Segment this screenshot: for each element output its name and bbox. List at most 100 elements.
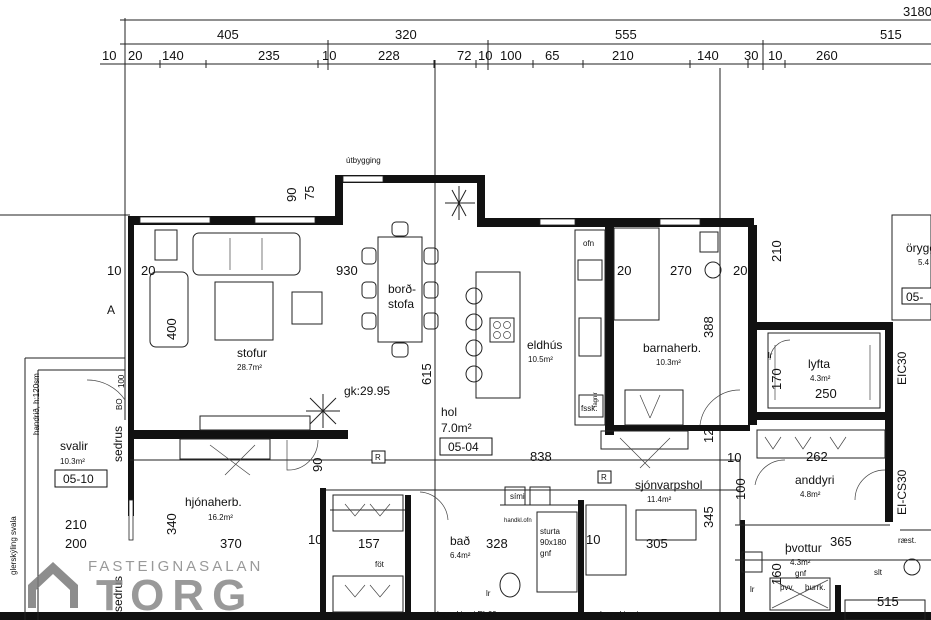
room-eldhus-area: 10.5m² — [528, 355, 553, 364]
dim-555: 555 — [615, 27, 637, 42]
handrid-label: handrið, h:120sm — [32, 373, 41, 435]
dim-10c: 10 — [586, 532, 600, 547]
room-svalir-code: 05-10 — [63, 472, 94, 486]
eics30-label: EI-CS30 — [895, 469, 909, 515]
dim-r2-0: 10 — [102, 48, 116, 63]
room-eldhus: eldhús — [527, 338, 562, 352]
lr-label-1: lr — [486, 589, 491, 598]
dim-320: 320 — [395, 27, 417, 42]
dim-12: 12 — [701, 429, 716, 443]
pvv-label: þvv. — [780, 583, 794, 592]
room-bordstofa-1: borð- — [388, 282, 416, 296]
dim-90: 90 — [310, 458, 325, 472]
dimension-texts: 3180 405 320 555 515 10 20 140 235 10 22… — [102, 4, 931, 63]
dim-20c: 20 — [617, 263, 631, 278]
dim-r2-6: 72 — [457, 48, 471, 63]
room-anddyri: anddyri — [795, 473, 834, 487]
room-bad-area: 6.4m² — [450, 551, 471, 560]
logo-line2: TORG — [96, 571, 254, 620]
lr-label-3: lr — [768, 351, 773, 360]
dim-345: 345 — [701, 506, 716, 528]
brand-logo: FASTEIGNASALAN TORG — [28, 558, 263, 620]
dim-r2-12: 30 — [744, 48, 758, 63]
dim-r2-10: 210 — [612, 48, 634, 63]
dim-10b: 10 — [308, 532, 322, 547]
dim-r2-3: 235 — [258, 48, 280, 63]
room-hol-area: 7.0m² — [441, 421, 472, 435]
room-stofur-area: 28.7m² — [237, 363, 262, 372]
dim-157: 157 — [358, 536, 380, 551]
room-barnaherb-area: 10.3m² — [656, 358, 681, 367]
dim-160: 160 — [769, 563, 784, 585]
sturta-l2: 90x180 — [540, 538, 567, 547]
slt-label: slt — [874, 568, 883, 577]
bo-label: BO — [115, 398, 124, 410]
dim-r2-7: 10 — [478, 48, 492, 63]
dim-388: 388 — [701, 316, 716, 338]
rotated-labels: handrið, h:120sm glerskýling svala sedru… — [9, 351, 909, 612]
room-thvottur-area: 4.3m² — [790, 558, 811, 567]
dim-r2-2: 140 — [162, 48, 184, 63]
purrk-label: þurrk. — [805, 583, 825, 592]
room-thvottur: þvottur — [785, 541, 822, 555]
inner-dimensions: 930 615 838 400 20 10 20 270 20 388 210 … — [65, 186, 899, 609]
dim-305: 305 — [646, 536, 668, 551]
dim-340: 340 — [164, 513, 179, 535]
riser-label-1: R — [375, 453, 381, 462]
room-bad: bað — [450, 534, 470, 548]
dim-328: 328 — [486, 536, 508, 551]
room-lyfta-area: 4.3m² — [810, 374, 831, 383]
furniture — [149, 221, 926, 620]
room-bordstofa-2: stofa — [388, 297, 414, 311]
windows — [128, 175, 701, 541]
logo-line1: FASTEIGNASALAN — [88, 558, 263, 575]
dim-930: 930 — [336, 263, 358, 278]
room-lyfta: lyfta — [808, 357, 830, 371]
room-hjonaherb: hjónaherb. — [185, 495, 242, 509]
gk-label: gk:29.95 — [344, 384, 390, 398]
dimension-lines — [0, 18, 931, 620]
dim-370: 370 — [220, 536, 242, 551]
walls — [0, 175, 931, 620]
dim-270: 270 — [670, 263, 692, 278]
dim-170b: 515 — [877, 594, 899, 609]
bo-100-label: 100 — [117, 374, 126, 388]
dim-20d: 20 — [733, 263, 747, 278]
handkl-label: handkl.ofn — [504, 518, 532, 524]
room-lyfta-code: 250 — [815, 386, 837, 401]
room-thvottur-gnf: gnf — [795, 569, 807, 578]
dim-10a: 10 — [107, 263, 121, 278]
sedrus-label: sedrus — [111, 426, 125, 462]
dim-75: 75 — [302, 186, 317, 200]
doors — [86, 339, 886, 521]
room-orygg: örygg — [906, 241, 931, 255]
room-sjonvarpshol-area: 11.4m² — [647, 495, 672, 504]
dim-r2-1: 20 — [128, 48, 142, 63]
dim-405: 405 — [217, 27, 239, 42]
room-hol: hol — [441, 405, 457, 419]
room-sjonvarpshol: sjónvarpshol — [635, 478, 702, 492]
dim-615: 615 — [419, 363, 434, 385]
fssk-label: fssk. — [581, 404, 597, 413]
room-orygg-code: 05- — [906, 290, 923, 304]
room-thvottur-code: 365 — [830, 534, 852, 549]
eic30-label: EIC30 — [895, 351, 909, 385]
glerskyling-label: glerskýling svala — [9, 516, 18, 575]
lagnakjami2-label: lagnakjami — [600, 610, 638, 619]
room-labels: stofur 28.7m² borð- stofa eldhús 10.5m² … — [54, 241, 931, 578]
dim-r2-11: 140 — [697, 48, 719, 63]
sturta-l3: gnf — [540, 549, 552, 558]
dim-r2-13: 10 — [768, 48, 782, 63]
dim-90b: 90 — [284, 188, 299, 202]
misc-labels: útbygging A ofn fssk. föt sími handkl.of… — [107, 156, 916, 619]
dim-515: 515 — [880, 27, 902, 42]
sturta-l1: sturta — [540, 527, 561, 536]
dim-170: 170 — [769, 368, 784, 390]
house-icon — [28, 562, 78, 608]
room-hol-code: 05-04 — [448, 440, 479, 454]
dim-r2-4: 10 — [322, 48, 336, 63]
dim-838: 838 — [530, 449, 552, 464]
dim-r2-5: 228 — [378, 48, 400, 63]
dim-20a: 20 — [141, 263, 155, 278]
